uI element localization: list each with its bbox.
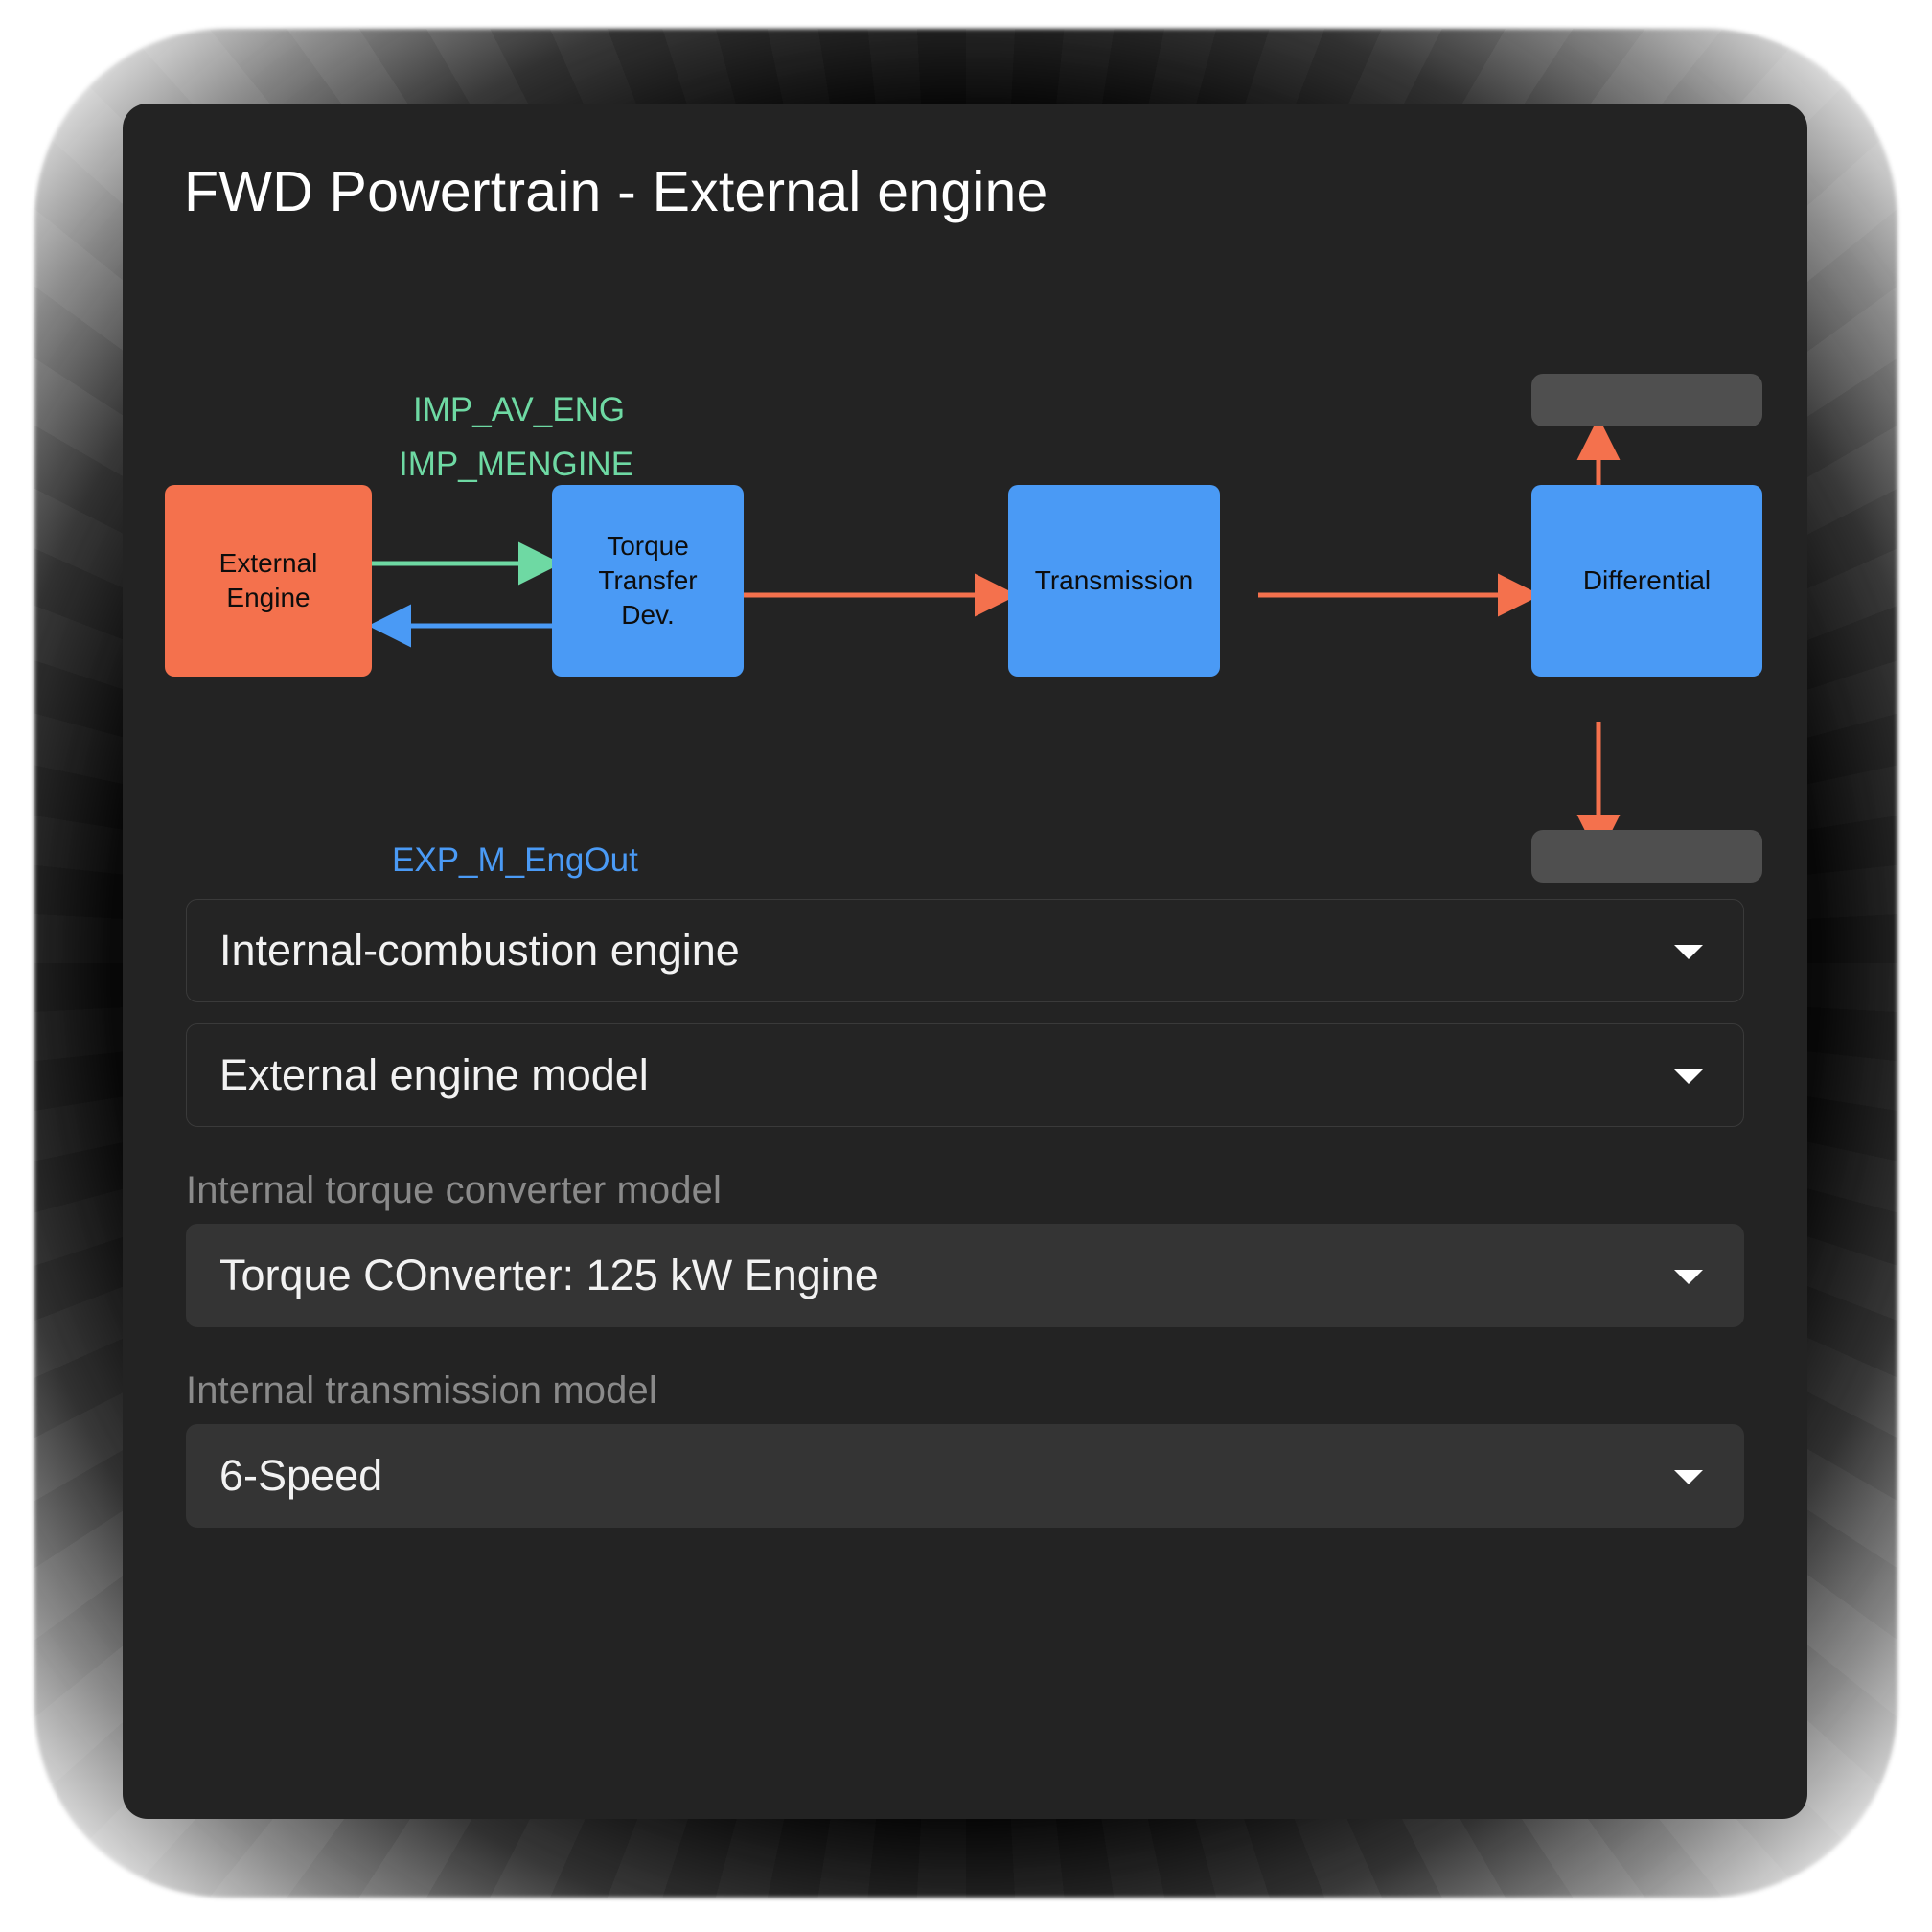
node-differential-label: Differential bbox=[1582, 565, 1712, 596]
chevron-down-icon[interactable] bbox=[1674, 1470, 1703, 1484]
engine-type-value: Internal-combustion engine bbox=[219, 926, 740, 975]
node-external-engine[interactable]: External Engine bbox=[165, 485, 372, 677]
diagram-connectors bbox=[368, 417, 1621, 858]
torque-converter-model-label: Internal torque converter model bbox=[186, 1169, 722, 1211]
node-transmission[interactable]: Transmission bbox=[1008, 485, 1220, 677]
powertrain-panel: FWD Powertrain - External engine bbox=[123, 104, 1807, 1819]
chevron-down-icon[interactable] bbox=[1674, 945, 1703, 959]
torque-converter-model-value: Torque COnverter: 125 kW Engine bbox=[219, 1251, 879, 1300]
signal-label-imp-mengine: IMP_MENGINE bbox=[399, 446, 634, 483]
powertrain-diagram: IMP_AV_ENG IMP_MENGINE EXP_M_EngOut Exte… bbox=[123, 104, 1807, 899]
engine-model-select[interactable]: External engine model bbox=[186, 1024, 1744, 1127]
transmission-model-value: 6-Speed bbox=[219, 1451, 383, 1500]
node-differential[interactable]: Differential bbox=[1531, 485, 1762, 677]
node-torque-transfer-dev-label: Torque Transfer Dev. bbox=[598, 531, 698, 630]
configuration-form: Internal-combustion engine External engi… bbox=[123, 899, 1807, 1528]
spacer bbox=[123, 1127, 1807, 1169]
signal-label-imp-av-eng: IMP_AV_ENG bbox=[413, 391, 626, 428]
transmission-model-label: Internal transmission model bbox=[186, 1369, 657, 1412]
engine-model-value: External engine model bbox=[219, 1050, 649, 1099]
node-wheel-bottom[interactable] bbox=[1531, 830, 1762, 883]
transmission-model-select[interactable]: 6-Speed bbox=[186, 1424, 1744, 1528]
torque-converter-model-select[interactable]: Torque COnverter: 125 kW Engine bbox=[186, 1224, 1744, 1327]
chevron-down-icon[interactable] bbox=[1674, 1070, 1703, 1084]
node-transmission-label: Transmission bbox=[1034, 565, 1194, 596]
node-external-engine-label: External Engine bbox=[218, 548, 318, 612]
spacer bbox=[123, 1002, 1807, 1024]
engine-type-select[interactable]: Internal-combustion engine bbox=[186, 899, 1744, 1002]
spacer bbox=[123, 1327, 1807, 1369]
node-torque-transfer-dev[interactable]: Torque Transfer Dev. bbox=[552, 485, 744, 677]
node-wheel-top[interactable] bbox=[1531, 374, 1762, 426]
page-title: FWD Powertrain - External engine bbox=[184, 160, 1048, 223]
chevron-down-icon[interactable] bbox=[1674, 1270, 1703, 1284]
signal-label-exp-m-engout: EXP_M_EngOut bbox=[392, 841, 638, 879]
